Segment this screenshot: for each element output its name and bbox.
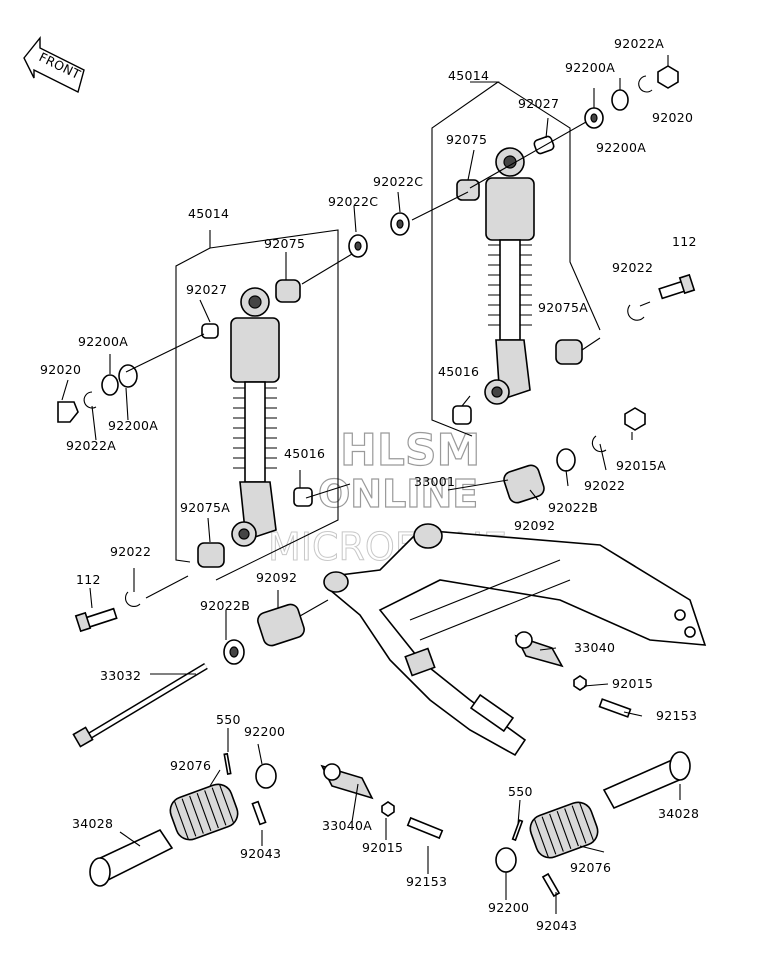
label-92043-right: 92043: [536, 918, 577, 933]
label-92022C-left: 92022C: [328, 194, 378, 209]
label-92020-right: 92020: [652, 110, 693, 125]
label-45014-left: 45014: [188, 206, 229, 221]
label-92075A-right: 92075A: [538, 300, 588, 315]
label-92200-right: 92200: [488, 900, 529, 915]
small-parts: [57, 65, 696, 898]
label-92075-right: 92075: [446, 132, 487, 147]
watermark-line-1: HLSM: [340, 425, 480, 476]
label-92022B-left: 92022B: [200, 598, 250, 613]
label-92022-right: 92022: [612, 260, 653, 275]
label-92022C-right: 92022C: [373, 174, 423, 189]
label-33040: 33040: [574, 640, 615, 655]
swingarm: [323, 523, 707, 757]
watermark-line-2: ONLINE: [318, 472, 478, 516]
label-92075A-left: 92075A: [180, 500, 230, 515]
label-92015-right: 92015: [612, 676, 653, 691]
label-92200A-left: 92200A: [78, 334, 128, 349]
label-33001: 33001: [414, 474, 455, 489]
left-shock-absorber: [230, 287, 280, 547]
label-45014-right: 45014: [448, 68, 489, 83]
label-45016-left: 45016: [284, 446, 325, 461]
label-92022-left: 92022: [110, 544, 151, 559]
label-550-left: 550: [216, 712, 241, 727]
label-92022B-right: 92022B: [548, 500, 598, 515]
right-shock-absorber: [484, 147, 535, 405]
part-labels: 45014 92022A 92200A 92027 92020 92075 92…: [40, 36, 699, 933]
label-92022-right-2: 92022: [584, 478, 625, 493]
label-112-left: 112: [76, 572, 101, 587]
label-112-right: 112: [672, 234, 697, 249]
label-92022A-left: 92022A: [66, 438, 116, 453]
label-92027-left: 92027: [186, 282, 227, 297]
label-92076-left: 92076: [170, 758, 211, 773]
label-92153-left: 92153: [406, 874, 447, 889]
label-92015-left: 92015: [362, 840, 403, 855]
label-92200A-right-top: 92200A: [565, 60, 615, 75]
label-92020-left: 92020: [40, 362, 81, 377]
label-92015A: 92015A: [616, 458, 666, 473]
label-33040A: 33040A: [322, 818, 372, 833]
label-92027-right: 92027: [518, 96, 559, 111]
label-92092-left: 92092: [256, 570, 297, 585]
label-92075-left: 92075: [264, 236, 305, 251]
label-34028-right: 34028: [658, 806, 699, 821]
label-550-right: 550: [508, 784, 533, 799]
label-92200A-left-2: 92200A: [108, 418, 158, 433]
label-92092-right: 92092: [514, 518, 555, 533]
front-arrow-icon: FRONT: [23, 36, 85, 94]
label-92076-right: 92076: [570, 860, 611, 875]
label-34028-left: 34028: [72, 816, 113, 831]
label-45016-right: 45016: [438, 364, 479, 379]
label-92153-right: 92153: [656, 708, 697, 723]
label-92022A-right: 92022A: [614, 36, 664, 51]
leader-lines: [61, 55, 681, 914]
label-92043-left: 92043: [240, 846, 281, 861]
label-92200-left: 92200: [244, 724, 285, 739]
label-33032: 33032: [100, 668, 141, 683]
label-92200A-right-bottom: 92200A: [596, 140, 646, 155]
